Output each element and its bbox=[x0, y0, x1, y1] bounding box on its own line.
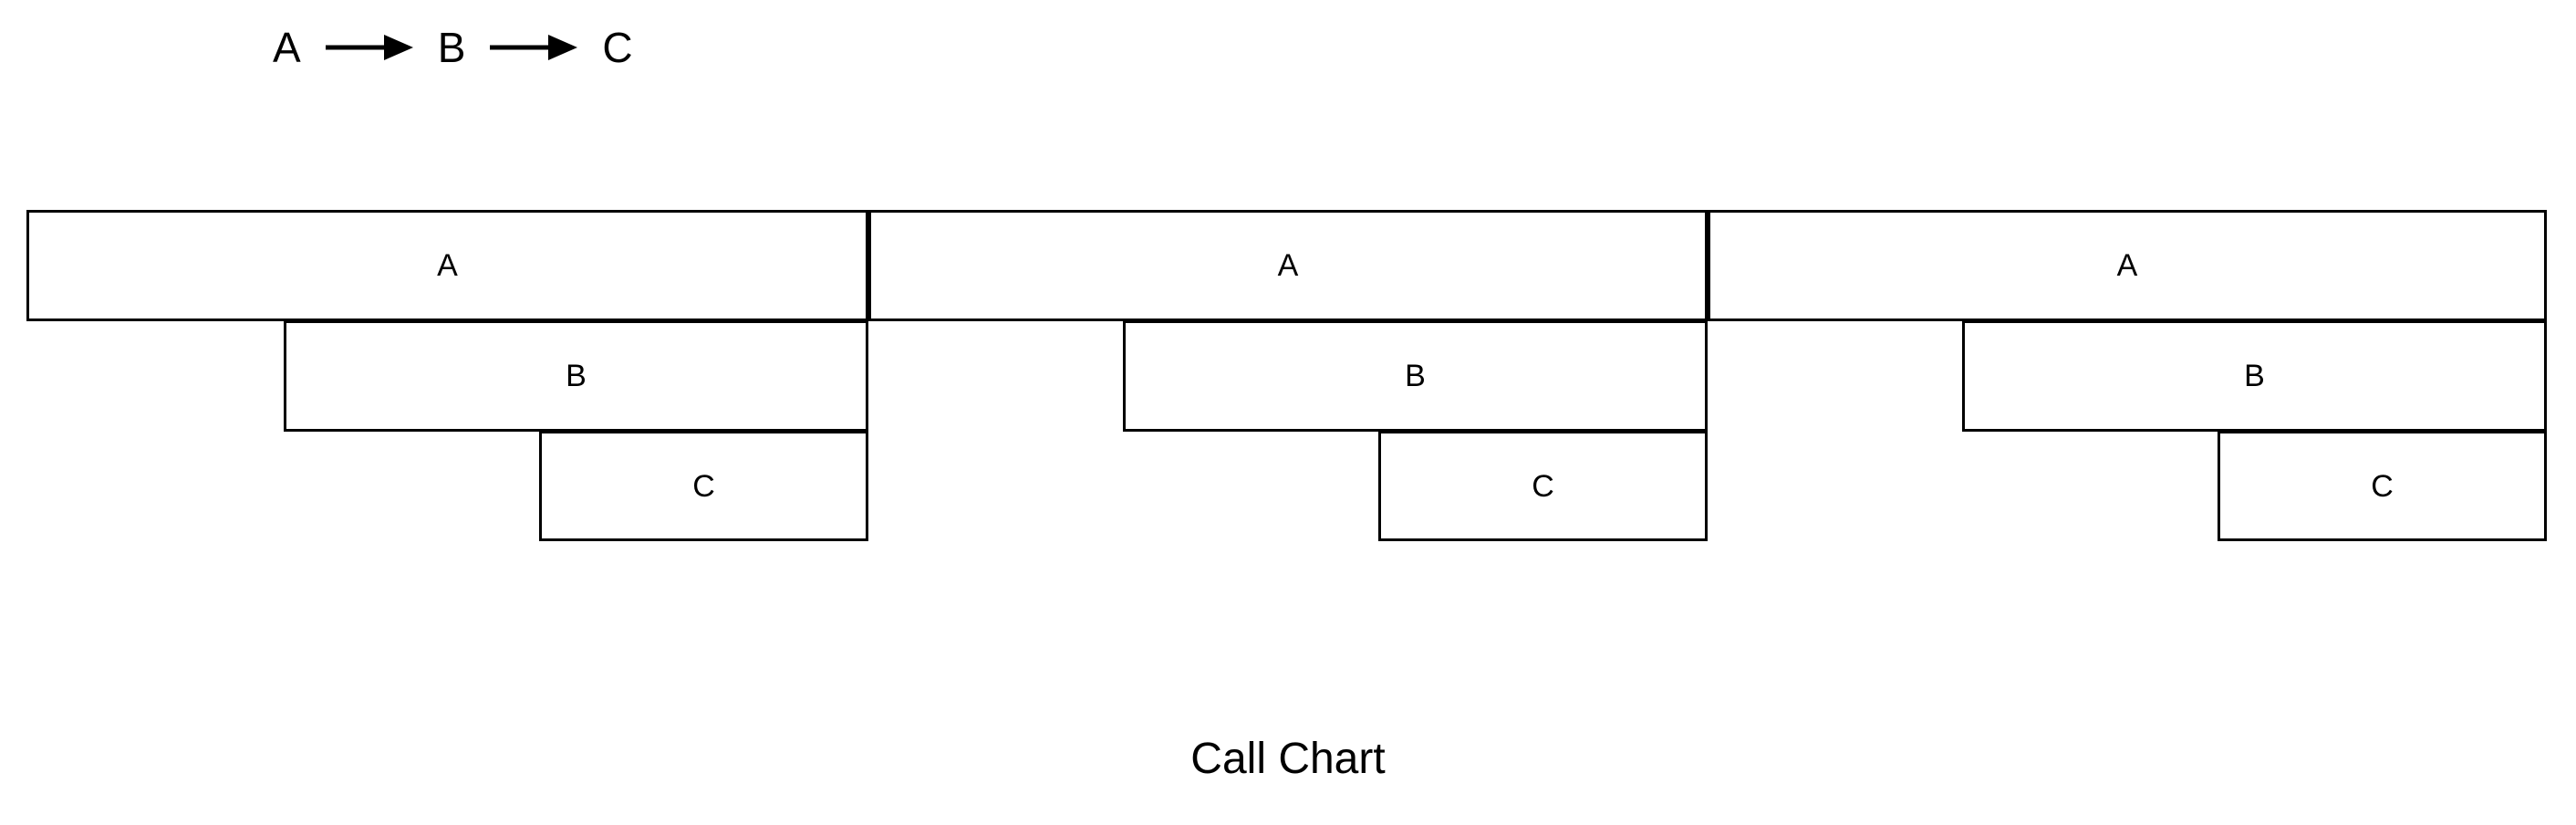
call-frame-c-2[interactable]: C bbox=[1378, 431, 1708, 541]
call-frame-c-1[interactable]: C bbox=[539, 431, 868, 541]
call-frame-c-3[interactable]: C bbox=[2218, 431, 2547, 541]
call-frame-a-3[interactable]: A bbox=[1708, 210, 2547, 321]
call-frame-a-1[interactable]: A bbox=[26, 210, 868, 321]
arrow-right-icon bbox=[478, 26, 589, 68]
call-frame-label: B bbox=[1405, 359, 1426, 393]
call-frame-label: C bbox=[692, 468, 715, 504]
call-frame-label: C bbox=[1532, 468, 1554, 504]
call-frame-b-2[interactable]: B bbox=[1123, 320, 1708, 432]
arrow-right-icon bbox=[314, 26, 425, 68]
call-frame-b-3[interactable]: B bbox=[1962, 320, 2547, 432]
call-frame-label: A bbox=[1277, 248, 1299, 283]
chart-title: Call Chart bbox=[1190, 735, 1386, 783]
call-frame-label: B bbox=[2244, 359, 2265, 393]
sequence-node-a: A bbox=[273, 24, 301, 71]
call-frame-label: A bbox=[2116, 248, 2138, 283]
call-sequence: A B C bbox=[260, 20, 646, 75]
call-frame-b-1[interactable]: B bbox=[284, 320, 868, 432]
call-frame-label: C bbox=[2371, 468, 2394, 504]
sequence-node-b: B bbox=[437, 24, 466, 71]
sequence-node-c: C bbox=[602, 24, 633, 71]
call-frame-a-2[interactable]: A bbox=[868, 210, 1708, 321]
call-frame-label: A bbox=[437, 248, 458, 283]
call-frame-label: B bbox=[566, 359, 587, 393]
